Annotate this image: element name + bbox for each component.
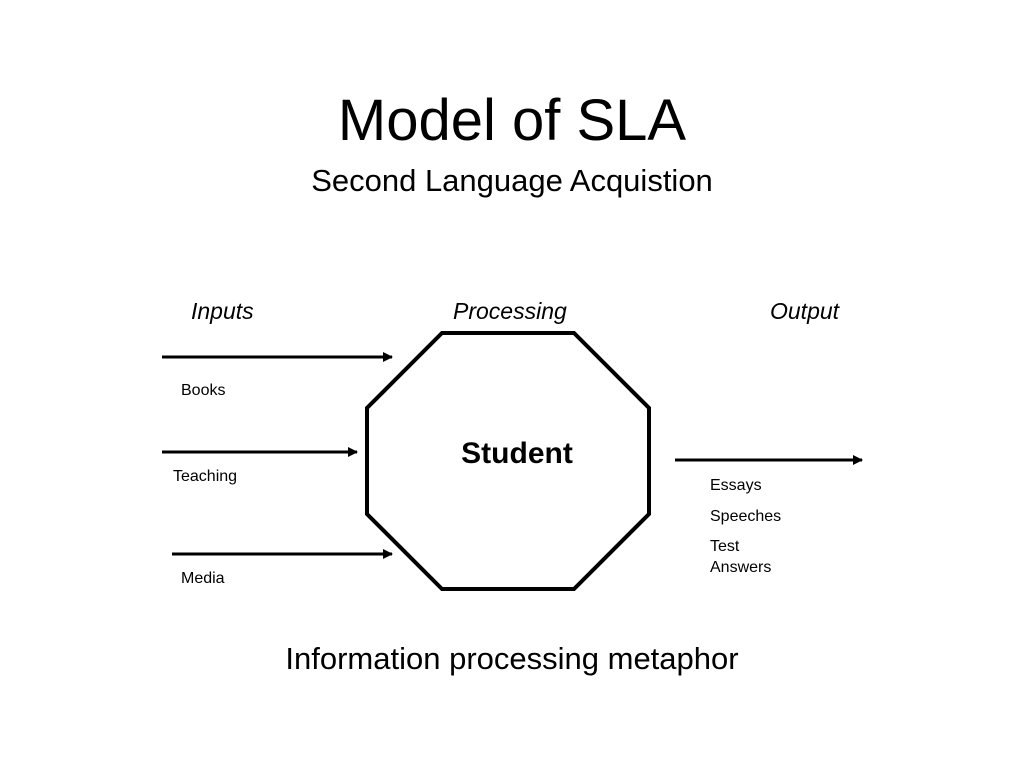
output-label-speeches: Speeches bbox=[710, 508, 782, 525]
slide-subtitle: Second Language Acquistion bbox=[311, 163, 713, 198]
slide-title: Model of SLA bbox=[337, 88, 687, 153]
output-label-answers: Answers bbox=[710, 559, 772, 576]
input-label-teaching: Teaching bbox=[173, 468, 238, 485]
input-label-media: Media bbox=[181, 570, 225, 587]
student-octagon bbox=[365, 331, 651, 591]
output-header: Output bbox=[770, 298, 840, 324]
output-label-test: Test bbox=[710, 538, 740, 555]
input-label-books: Books bbox=[181, 382, 226, 399]
output-label-essays: Essays bbox=[710, 477, 762, 494]
slide-caption: Information processing metaphor bbox=[285, 641, 739, 676]
processing-header: Processing bbox=[453, 298, 567, 324]
inputs-header: Inputs bbox=[191, 298, 254, 324]
student-label: Student bbox=[461, 437, 573, 470]
